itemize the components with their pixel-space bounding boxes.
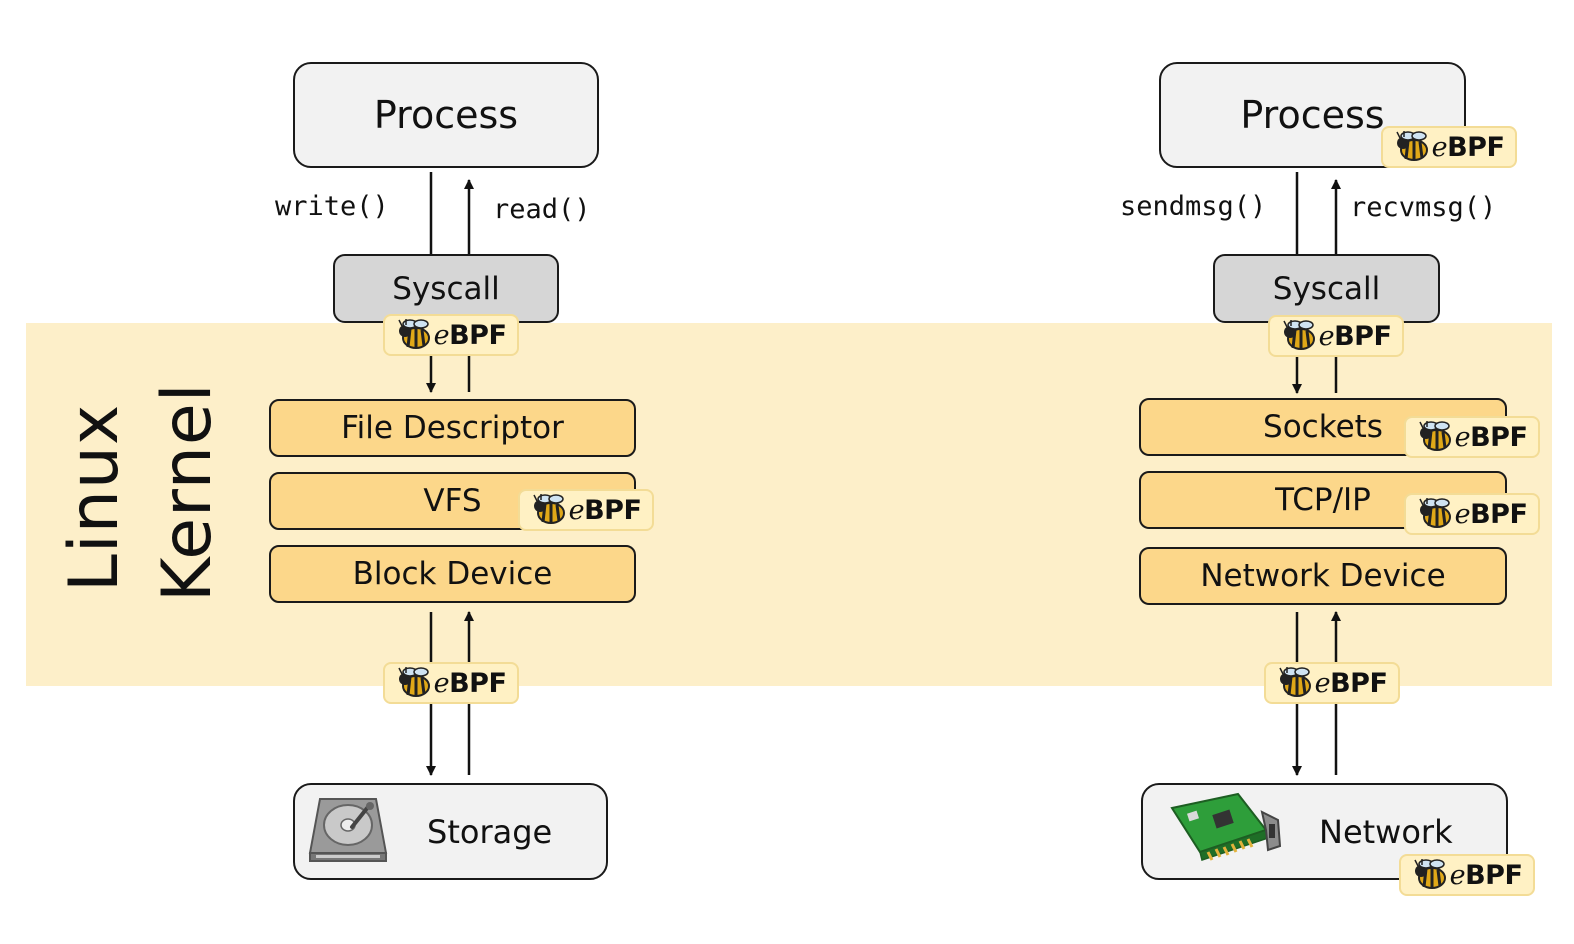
file-descriptor-layer: File Descriptor bbox=[269, 399, 636, 457]
bee-icon bbox=[532, 494, 565, 524]
ebpf-badge-vfs: eBPF bbox=[518, 489, 654, 531]
write-call-label: write() bbox=[275, 191, 389, 222]
ebpf-badge-network-device: eBPF bbox=[1264, 662, 1400, 704]
ebpf-badge-network-card: eBPF bbox=[1399, 854, 1535, 896]
ebpf-label: eBPF bbox=[433, 319, 507, 351]
bee-icon bbox=[1282, 320, 1315, 350]
bee-icon bbox=[1418, 498, 1451, 528]
ebpf-badge-tcp-ip: eBPF bbox=[1404, 493, 1540, 535]
ebpf-label: eBPF bbox=[1454, 421, 1528, 453]
network-label: Network bbox=[1319, 812, 1453, 851]
ebpf-label: eBPF bbox=[1449, 859, 1523, 891]
bee-icon bbox=[397, 319, 430, 349]
bee-icon bbox=[1418, 421, 1451, 451]
bee-icon bbox=[397, 667, 430, 697]
ebpf-badge-storage-device: eBPF bbox=[383, 662, 519, 704]
kernel-label-kernel: Kernel bbox=[148, 382, 227, 602]
ebpf-badge-network-process: eBPF bbox=[1381, 126, 1517, 168]
bee-icon bbox=[1395, 131, 1428, 161]
network-device-layer: Network Device bbox=[1139, 547, 1507, 605]
ebpf-badge-sockets: eBPF bbox=[1404, 416, 1540, 458]
kernel-label-linux: Linux bbox=[55, 403, 134, 592]
bee-icon bbox=[1278, 667, 1311, 697]
storage-syscall-box: Syscall bbox=[333, 254, 559, 323]
hard-disk-icon bbox=[308, 798, 388, 862]
ebpf-badge-storage-syscall: eBPF bbox=[383, 314, 519, 356]
ebpf-label: eBPF bbox=[1318, 320, 1392, 352]
read-call-label: read() bbox=[493, 194, 591, 225]
network-process-box: Process bbox=[1159, 62, 1466, 168]
ebpf-label: eBPF bbox=[1431, 131, 1505, 163]
ebpf-label: eBPF bbox=[433, 667, 507, 699]
bee-icon bbox=[1413, 859, 1446, 889]
ebpf-badge-network-syscall: eBPF bbox=[1268, 315, 1404, 357]
block-device-layer: Block Device bbox=[269, 545, 636, 603]
storage-label: Storage bbox=[427, 812, 553, 851]
network-syscall-box: Syscall bbox=[1213, 254, 1440, 323]
sendmsg-call-label: sendmsg() bbox=[1120, 191, 1267, 222]
ebpf-label: eBPF bbox=[1454, 498, 1528, 530]
ebpf-label: eBPF bbox=[1314, 667, 1388, 699]
recvmsg-call-label: recvmsg() bbox=[1350, 192, 1497, 223]
network-card-icon bbox=[1170, 792, 1282, 861]
ebpf-label: eBPF bbox=[568, 494, 642, 526]
storage-process-box: Process bbox=[293, 62, 599, 168]
